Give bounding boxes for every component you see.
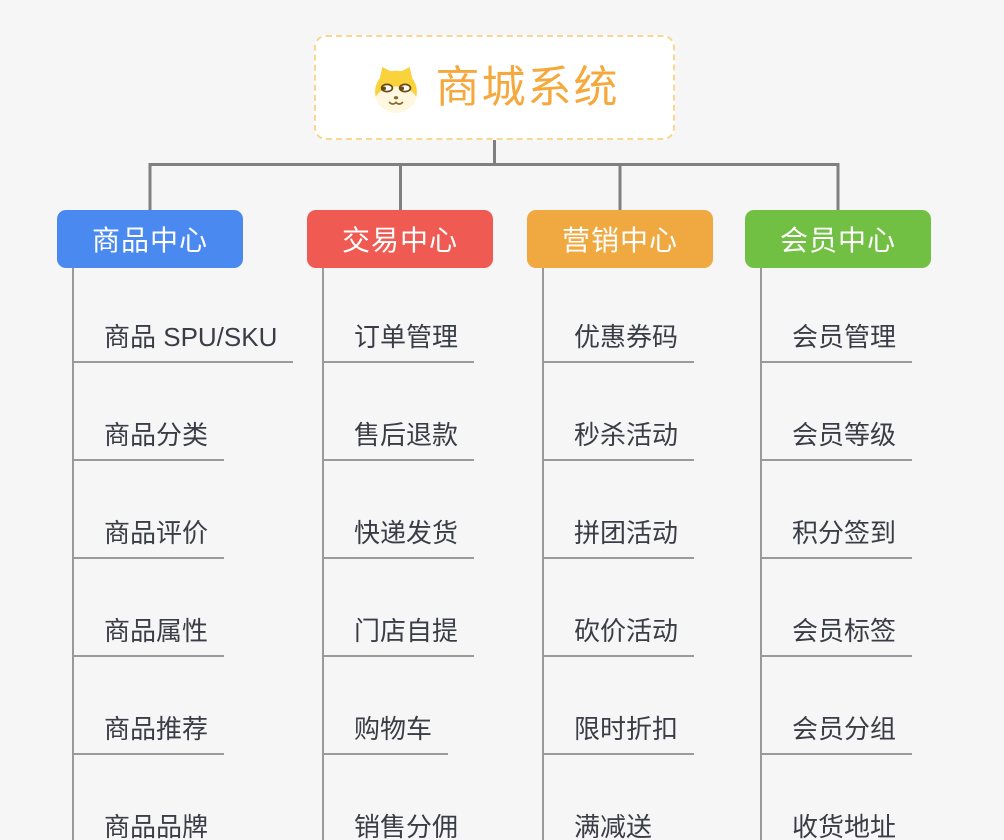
branch-items: 会员管理 会员等级 积分签到 会员标签 会员分组 收货地址 — [760, 268, 931, 840]
mindmap-node[interactable]: 秒杀活动 — [544, 363, 695, 461]
mindmap-node[interactable]: 收货地址 — [762, 755, 912, 840]
mindmap-node[interactable]: 会员等级 — [762, 363, 913, 461]
branch-items: 订单管理 售后退款 快递发货 门店自提 购物车 销售分佣 — [322, 268, 493, 840]
branch-header-product-center[interactable]: 商品中心 — [57, 210, 243, 268]
mindmap-node[interactable]: 销售分佣 — [324, 755, 474, 840]
branch-items: 优惠券码 秒杀活动 拼团活动 砍价活动 限时折扣 满减送 — [542, 268, 713, 840]
mindmap-node[interactable]: 门店自提 — [324, 559, 475, 657]
mindmap-node[interactable]: 积分签到 — [762, 461, 913, 559]
mindmap-node[interactable]: 订单管理 — [324, 268, 475, 363]
root-title: 商城系统 — [435, 62, 620, 112]
mindmap-node[interactable]: 商品属性 — [74, 559, 225, 657]
mindmap-node[interactable]: 售后退款 — [324, 363, 475, 461]
mindmap-node[interactable]: 会员标签 — [762, 559, 913, 657]
mindmap-node[interactable]: 拼团活动 — [544, 461, 695, 559]
branch-header-member-center[interactable]: 会员中心 — [745, 210, 931, 268]
root-node[interactable]: 商城系统 — [314, 35, 675, 140]
mindmap-node[interactable]: 购物车 — [324, 657, 449, 755]
mindmap-node[interactable]: 优惠券码 — [544, 268, 695, 363]
branch-header-marketing-center[interactable]: 营销中心 — [527, 210, 713, 268]
branch-items: 商品 SPU/SKU 商品分类 商品评价 商品属性 商品推荐 商品品牌 — [72, 268, 294, 840]
mindmap-node[interactable]: 商品分类 — [74, 363, 225, 461]
branch-trade-center: 交易中心 订单管理 售后退款 快递发货 门店自提 购物车 销售分佣 — [307, 210, 493, 840]
mindmap-node[interactable]: 满减送 — [544, 755, 668, 840]
mindmap-node[interactable]: 限时折扣 — [544, 657, 695, 755]
mindmap-node[interactable]: 商品 SPU/SKU — [74, 268, 294, 363]
mindmap-node[interactable]: 商品评价 — [74, 461, 225, 559]
branch-product-center: 商品中心 商品 SPU/SKU 商品分类 商品评价 商品属性 商品推荐 商品品牌 — [57, 210, 294, 840]
mindmap-node[interactable]: 会员管理 — [762, 268, 913, 363]
mindmap-node[interactable]: 商品品牌 — [74, 755, 224, 840]
mindmap-node[interactable]: 商品推荐 — [74, 657, 225, 755]
mindmap-node[interactable]: 会员分组 — [762, 657, 913, 755]
branch-header-trade-center[interactable]: 交易中心 — [307, 210, 493, 268]
mindmap-node[interactable]: 快递发货 — [324, 461, 475, 559]
branch-marketing-center: 营销中心 优惠券码 秒杀活动 拼团活动 砍价活动 限时折扣 满减送 — [527, 210, 713, 840]
dog-face-icon — [374, 66, 417, 113]
mindmap-node[interactable]: 砍价活动 — [544, 559, 695, 657]
branch-member-center: 会员中心 会员管理 会员等级 积分签到 会员标签 会员分组 收货地址 — [745, 210, 931, 840]
